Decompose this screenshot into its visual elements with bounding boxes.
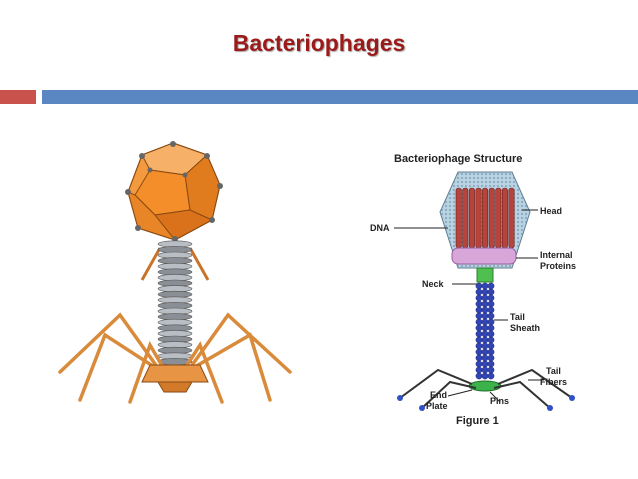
diagram-tail-fibers — [399, 368, 573, 409]
sheath-bead — [475, 342, 483, 350]
dna-strand — [488, 187, 495, 249]
sheath-bead — [475, 318, 483, 326]
sheath-bead — [481, 360, 489, 368]
dna-strand — [468, 187, 475, 249]
sheath-bead — [481, 282, 489, 290]
sheath-bead — [475, 330, 483, 338]
sheath-bead — [481, 294, 489, 302]
diagram-dna — [455, 187, 515, 249]
label-pins: Pins — [490, 396, 509, 406]
accent-bar-red — [0, 90, 36, 104]
sheath-bead — [475, 312, 483, 320]
sheath-bead — [475, 372, 483, 380]
dna-strand — [501, 187, 508, 249]
sheath-bead — [487, 330, 495, 338]
base-plate — [141, 364, 209, 393]
sheath-bead — [487, 360, 495, 368]
sheath-bead — [487, 324, 495, 332]
sheath-bead — [487, 342, 495, 350]
sheath-bead — [487, 318, 495, 326]
sheath-bead — [481, 288, 489, 296]
sheath-bead — [481, 306, 489, 314]
dna-strand — [475, 187, 482, 249]
collar-whiskers — [140, 247, 210, 281]
sheath-bead — [487, 348, 495, 356]
label-fibers-1: Tail — [546, 366, 561, 376]
sheath-bead — [481, 366, 489, 374]
label-fibers-2: Fibers — [540, 377, 567, 387]
sheath-bead — [481, 348, 489, 356]
leader-lines — [394, 209, 544, 403]
dna-strand — [508, 187, 515, 249]
sheath-bead — [475, 354, 483, 362]
slide-title: Bacteriophages — [232, 30, 406, 56]
tail-fibers — [58, 312, 292, 404]
sheath-bead — [487, 366, 495, 374]
sheath-bead — [481, 354, 489, 362]
sheath-bead — [487, 300, 495, 308]
phage-structure-diagram: Bacteriophage Structure — [360, 140, 610, 440]
sheath-bead — [475, 360, 483, 368]
label-head: Head — [540, 206, 562, 216]
sheath-bead — [475, 348, 483, 356]
sheath-bead — [487, 306, 495, 314]
sheath-bead — [487, 336, 495, 344]
sheath-bead — [481, 324, 489, 332]
diagram-fiber-tips — [397, 395, 575, 411]
label-internal-2: Proteins — [540, 261, 576, 271]
sheath-bead — [475, 324, 483, 332]
diagram-end-plate — [468, 380, 502, 392]
phage-illustration — [50, 140, 300, 410]
dna-strand — [482, 187, 489, 249]
sheath-bead — [475, 366, 483, 374]
accent-bar-blue — [42, 90, 638, 104]
sheath-bead — [487, 288, 495, 296]
label-end-2: Plate — [426, 401, 448, 411]
sheath-bead — [487, 294, 495, 302]
sheath-bead — [481, 330, 489, 338]
label-internal-1: Internal — [540, 250, 573, 260]
label-end-1: End — [430, 390, 447, 400]
sheath-bead — [475, 306, 483, 314]
label-neck: Neck — [422, 279, 445, 289]
dna-strand — [455, 187, 462, 249]
sheath-bead — [481, 342, 489, 350]
tail-sheath — [157, 240, 193, 366]
dna-strand — [462, 187, 469, 249]
sheath-bead — [487, 372, 495, 380]
diagram-title: Bacteriophage Structure — [394, 153, 522, 165]
sheath-bead — [487, 354, 495, 362]
sheath-bead — [481, 318, 489, 326]
diagram-internal-proteins — [451, 247, 517, 265]
dna-strand — [495, 187, 502, 249]
label-tail-1: Tail — [510, 312, 525, 322]
label-tail-2: Sheath — [510, 323, 540, 333]
figure-caption: Figure 1 — [456, 415, 499, 427]
diagram-tail-sheath — [475, 282, 495, 380]
sheath-bead — [487, 282, 495, 290]
sheath-bead — [481, 300, 489, 308]
label-dna: DNA — [370, 223, 390, 233]
sheath-bead — [487, 312, 495, 320]
sheath-bead — [475, 336, 483, 344]
sheath-bead — [475, 294, 483, 302]
sheath-bead — [481, 312, 489, 320]
sheath-bead — [481, 372, 489, 380]
sheath-bead — [475, 300, 483, 308]
sheath-bead — [481, 336, 489, 344]
capsid-head — [125, 141, 223, 242]
diagram-neck — [476, 267, 494, 283]
sheath-bead — [475, 288, 483, 296]
